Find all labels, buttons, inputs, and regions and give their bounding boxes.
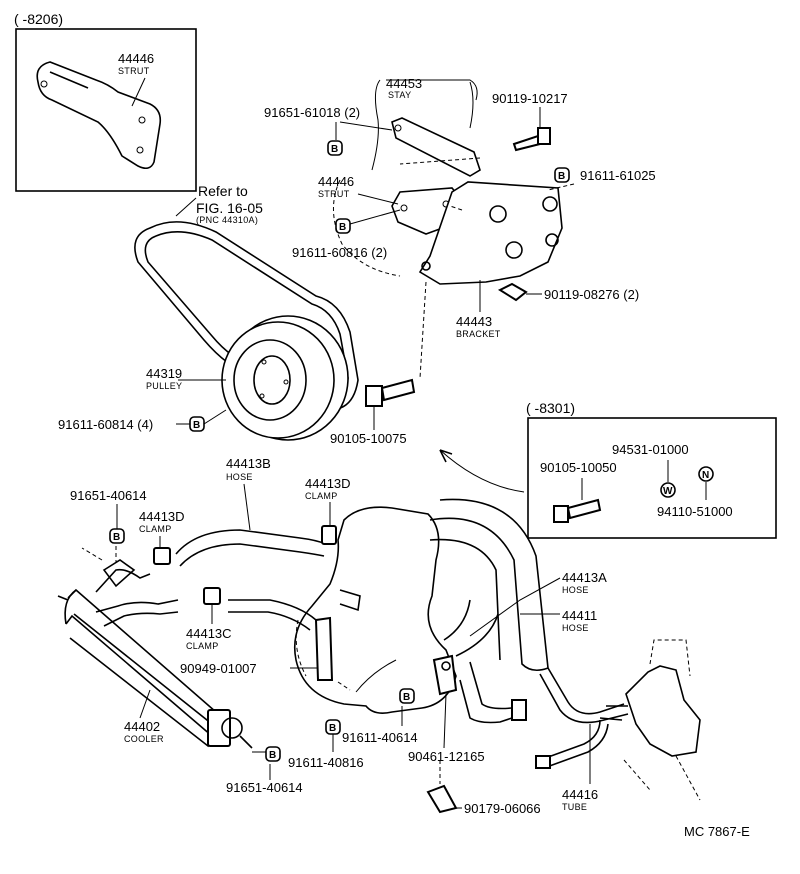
svg-text:N: N: [702, 470, 709, 481]
label-90105-10050: 90105-10050: [540, 460, 617, 475]
clamp-bracket-90949: [314, 616, 334, 681]
hose-44411-drawing: [429, 498, 549, 672]
label-44413C: 44413C: [186, 626, 232, 641]
symbol-b-4: B: [189, 416, 205, 432]
label-44411-name: HOSE: [562, 623, 589, 633]
svg-text:B: B: [403, 692, 410, 703]
cooler-drawing: [57, 588, 253, 749]
strut-inset-drawing: [36, 61, 162, 170]
bolt-90119-10217: [512, 134, 542, 152]
label-91611-61025: 91611-61025: [580, 168, 656, 183]
label-44413A-name: HOSE: [562, 585, 589, 595]
symbol-b-1: B: [327, 140, 343, 156]
label-91611-40816: 91611-40816: [288, 755, 364, 770]
svg-text:B: B: [329, 723, 336, 734]
label-91611-60816: 91611-60816 (2): [292, 245, 387, 260]
bolt-90105-10050: [553, 498, 602, 523]
label-44319: 44319: [146, 366, 182, 381]
label-44411: 44411: [562, 608, 597, 623]
symbol-b-2: B: [554, 167, 570, 183]
stay-drawing: [391, 117, 481, 177]
clamp-44413D-left: [153, 547, 171, 565]
svg-text:B: B: [558, 171, 565, 182]
label-44402-name: COOLER: [124, 734, 164, 744]
label-91651-40614-top: 91651-40614: [70, 488, 147, 503]
label-90119-10217: 90119-10217: [492, 91, 568, 106]
label-94110-51000: 94110-51000: [657, 504, 733, 519]
label-44453: 44453: [386, 76, 422, 91]
inset-8206: ( -8206): [14, 11, 197, 192]
bracket-assembly: [332, 79, 575, 379]
symbol-n: N: [698, 466, 714, 482]
label-91651-40614-bottom: 91651-40614: [226, 780, 303, 795]
label-90119-08276: 90119-08276 (2): [544, 287, 639, 302]
inset-8206-label: ( -8206): [14, 11, 63, 27]
label-44416-name: TUBE: [562, 802, 587, 812]
label-44416: 44416: [562, 787, 598, 802]
svg-text:B: B: [113, 532, 120, 543]
label-44413B: 44413B: [226, 456, 271, 471]
symbol-b-8: B: [265, 746, 281, 762]
label-fig-ref: FIG. 16-05: [196, 200, 263, 216]
symbol-w: W: [660, 482, 676, 498]
label-refer-to: Refer to: [198, 183, 248, 199]
symbol-b-5: B: [109, 528, 125, 544]
hose-44413B-drawing: [175, 529, 327, 567]
label-44413C-name: CLAMP: [186, 641, 219, 651]
svg-text:B: B: [331, 144, 338, 155]
label-91611-40614: 91611-40614: [342, 730, 418, 745]
label-44443-name: BRACKET: [456, 329, 501, 339]
svg-text:B: B: [269, 750, 276, 761]
label-44413A: 44413A: [562, 570, 607, 585]
fitting-return: [511, 699, 527, 721]
label-44413B-name: HOSE: [226, 472, 253, 482]
label-91651-61018: 91651-61018 (2): [264, 105, 360, 120]
tube-44416-drawing: [539, 667, 629, 724]
nut-90179: [426, 784, 458, 814]
label-90179-06066: 90179-06066: [464, 801, 541, 816]
pump-housing-drawing: [293, 506, 457, 714]
pulley-drawing: [221, 315, 349, 441]
label-44319-name: PULLEY: [146, 381, 182, 391]
inset-8301: ( -8301) W N: [526, 400, 777, 539]
symbol-b-6: B: [399, 688, 415, 704]
label-90105-10075: 90105-10075: [330, 431, 407, 446]
label-90461-12165: 90461-12165: [408, 749, 485, 764]
label-44446b-name: STRUT: [318, 189, 350, 199]
bolt-90119-08276: [497, 282, 528, 302]
label-44446a-name: STRUT: [118, 66, 150, 76]
label-44443: 44443: [456, 314, 492, 329]
label-94531-01000: 94531-01000: [612, 442, 689, 457]
inset-8301-label: ( -8301): [526, 400, 575, 416]
symbol-b-3: B: [335, 218, 351, 234]
hose-44413A-drawing: [443, 599, 499, 657]
svg-text:B: B: [339, 222, 346, 233]
bracket-drawing: [418, 181, 563, 285]
label-44453-name: STAY: [388, 90, 411, 100]
label-91611-60814: 91611-60814 (4): [58, 417, 153, 432]
label-44446b: 44446: [318, 174, 354, 189]
label-44413D-1: 44413D: [305, 476, 351, 491]
clamp-44413D-top: [321, 525, 337, 545]
label-44413D-2: 44413D: [139, 509, 185, 524]
label-44413D-2-name: CLAMP: [139, 524, 172, 534]
svg-text:W: W: [663, 486, 673, 497]
label-pnc: (PNC 44310A): [196, 215, 258, 225]
label-44402: 44402: [124, 719, 160, 734]
steering-gear-drawing: [623, 639, 701, 801]
clamp-44413C: [203, 587, 221, 605]
label-44446a: 44446: [118, 51, 154, 66]
label-90949-01007: 90949-01007: [180, 661, 257, 676]
bolt-90105-10075: [365, 378, 416, 407]
diagram-code: MC 7867-E: [684, 824, 750, 839]
label-44413D-1-name: CLAMP: [305, 491, 338, 501]
symbol-b-7: B: [325, 719, 341, 735]
svg-text:B: B: [193, 420, 200, 431]
